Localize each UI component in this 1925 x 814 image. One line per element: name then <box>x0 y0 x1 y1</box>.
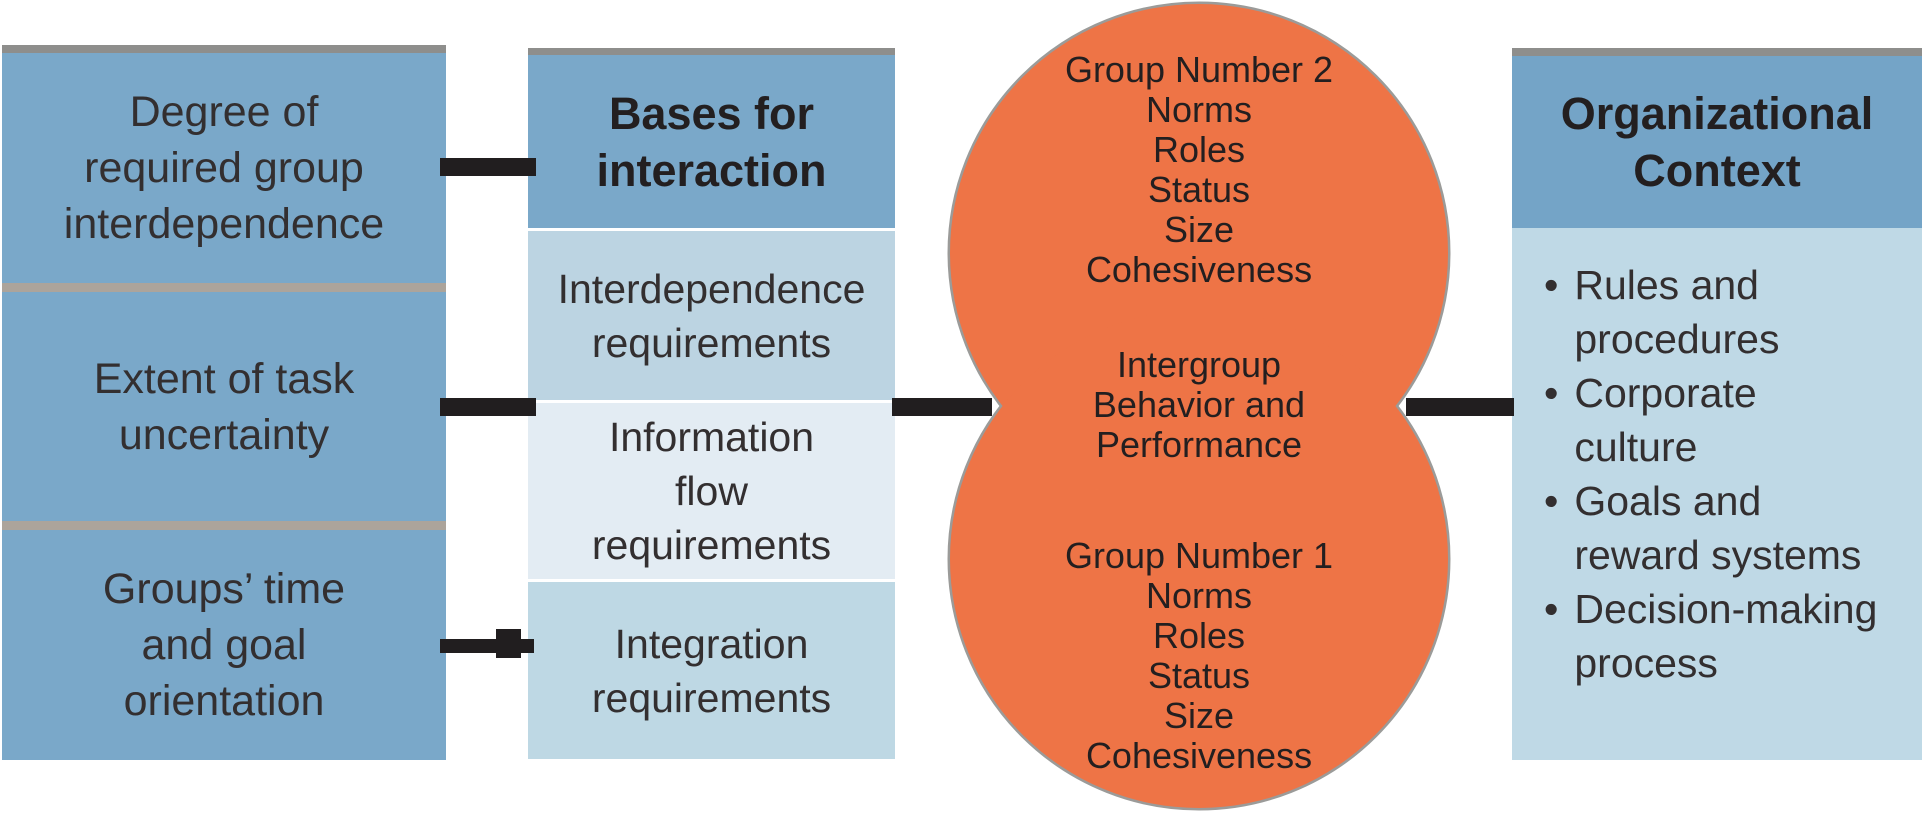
list-item: • Decision-making process <box>1544 582 1912 690</box>
list-item-text: Rules and procedures <box>1574 262 1780 362</box>
cell-time-goal-orientation: Groups’ time and goal orientation <box>102 565 346 726</box>
bases-for-interaction-column: Bases for interaction Interdependence re… <box>528 48 895 759</box>
box-information-flow-requirements: Information flow requirements <box>528 403 895 579</box>
group1-circle-fill <box>950 310 1448 808</box>
list-item-text: Corporate culture <box>1574 370 1757 470</box>
connector-row1 <box>440 158 536 176</box>
org-context-header: Organizational Context <box>1512 48 1922 228</box>
org-context-list: • Rules and procedures • Corporate cultu… <box>1544 258 1912 690</box>
bullet-icon: • <box>1544 586 1559 632</box>
connector-row2-right <box>1406 398 1514 416</box>
bullet-icon: • <box>1544 262 1559 308</box>
organizational-context-column: Organizational Context • Rules and proce… <box>1512 48 1922 760</box>
org-context-body: • Rules and procedures • Corporate cultu… <box>1512 228 1922 760</box>
bullet-icon: • <box>1544 478 1559 524</box>
connector-row2-left <box>440 398 536 416</box>
list-item: • Rules and procedures <box>1544 258 1912 366</box>
list-item: • Goals and reward systems <box>1544 474 1912 582</box>
bullet-icon: • <box>1544 370 1559 416</box>
connector-row3-tick <box>496 629 521 658</box>
group2-attributes-text: Group Number 2 Norms Roles Status Size C… <box>1064 49 1334 290</box>
connector-row2-middle <box>892 398 992 416</box>
list-item-text: Goals and reward systems <box>1574 478 1862 578</box>
group-circles-graphic <box>947 1 1451 811</box>
box-interdependence-requirements: Interdependence requirements <box>528 231 895 400</box>
group1-attributes-text: Group Number 1 Norms Roles Status Size C… <box>1064 535 1334 776</box>
bases-header: Bases for interaction <box>528 48 895 228</box>
separator-line <box>2 521 446 531</box>
cell-group-interdependence: Degree of required group interdependence <box>63 87 385 248</box>
group-factors-column: Degree of required group interdependence… <box>2 45 446 760</box>
intergroup-behavior-text: Intergroup Behavior and Performance <box>1092 344 1306 465</box>
cell-task-uncertainty: Extent of task uncertainty <box>93 354 355 459</box>
list-item-text: Decision-making process <box>1574 586 1878 686</box>
separator-line <box>2 282 446 292</box>
list-item: • Corporate culture <box>1544 366 1912 474</box>
box-integration-requirements: Integration requirements <box>528 582 895 759</box>
